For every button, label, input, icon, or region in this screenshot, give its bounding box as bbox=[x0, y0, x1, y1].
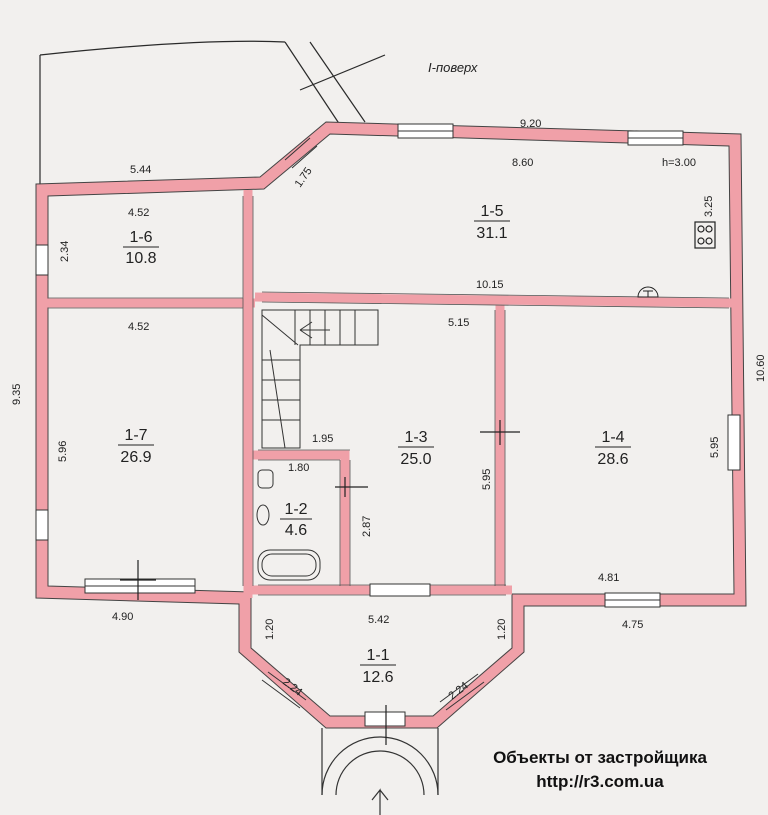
room-id: 1-1 bbox=[366, 647, 389, 664]
dim-1-20-left: 1.20 bbox=[264, 619, 276, 640]
room-area: 4.6 bbox=[285, 522, 307, 539]
room-id: 1-3 bbox=[404, 429, 427, 446]
stove-icon bbox=[694, 221, 716, 249]
dim-5-42: 5.42 bbox=[368, 614, 389, 626]
dim-1-95: 1.95 bbox=[312, 433, 333, 445]
dim-5-95-right: 5.95 bbox=[709, 437, 721, 458]
room-id: 1-6 bbox=[129, 229, 152, 246]
room-1-1: 1-1 12.6 bbox=[360, 647, 396, 686]
site-outline bbox=[39, 40, 386, 185]
room-id: 1-4 bbox=[601, 429, 624, 446]
room-id: 1-7 bbox=[124, 427, 147, 444]
dim-1-75: 1.75 bbox=[293, 165, 315, 189]
window-diagonal bbox=[85, 130, 683, 711]
dim-10-60: 10.60 bbox=[755, 354, 767, 382]
watermark-line2: http://r3.com.ua bbox=[536, 772, 664, 791]
room-id: 1-5 bbox=[480, 203, 503, 220]
bathroom-fixtures bbox=[256, 469, 321, 581]
door-marks bbox=[120, 420, 520, 745]
room-1-7: 1-7 26.9 bbox=[118, 427, 154, 466]
dim-2-34: 2.34 bbox=[59, 241, 71, 262]
room-area: 25.0 bbox=[400, 451, 431, 468]
room-1-6: 1-6 10.8 bbox=[123, 229, 159, 267]
dim-10-15: 10.15 bbox=[476, 279, 504, 291]
dim-8-60: 8.60 bbox=[512, 157, 533, 169]
dim-2-87: 2.87 bbox=[361, 516, 373, 537]
dim-5-15: 5.15 bbox=[448, 317, 469, 329]
stairs bbox=[261, 309, 379, 449]
room-area: 31.1 bbox=[476, 225, 507, 242]
room-area: 10.8 bbox=[125, 250, 156, 267]
dim-1-20-right: 1.20 bbox=[496, 619, 508, 640]
room-1-4: 1-4 28.6 bbox=[595, 429, 631, 468]
room-1-2: 1-2 4.6 bbox=[280, 501, 312, 539]
dim-9-35: 9.35 bbox=[11, 384, 23, 405]
dim-5-44: 5.44 bbox=[130, 164, 151, 176]
dim-4-81: 4.81 bbox=[598, 572, 619, 584]
dim-3-25: 3.25 bbox=[703, 196, 715, 217]
room-1-3: 1-3 25.0 bbox=[398, 429, 434, 468]
exterior-walls bbox=[36, 121, 747, 728]
watermark: Объекты от застройщика http://r3.com.ua bbox=[455, 746, 745, 794]
room-area: 28.6 bbox=[597, 451, 628, 468]
room-area: 26.9 bbox=[120, 449, 151, 466]
room-id: 1-2 bbox=[284, 501, 307, 518]
watermark-line1: Объекты от застройщика bbox=[493, 748, 707, 767]
dim-9-20: 9.20 bbox=[520, 118, 541, 130]
dim-4-90: 4.90 bbox=[112, 611, 133, 623]
dim-5-96: 5.96 bbox=[57, 441, 69, 462]
floor-title: I-поверх bbox=[428, 60, 478, 75]
dim-5-95-left: 5.95 bbox=[481, 469, 493, 490]
room-1-5: 1-5 31.1 bbox=[474, 203, 510, 242]
room-area: 12.6 bbox=[362, 669, 393, 686]
dim-4-52-top: 4.52 bbox=[128, 207, 149, 219]
porch-steps bbox=[321, 728, 439, 815]
heating-symbol bbox=[637, 286, 659, 298]
dim-1-80: 1.80 bbox=[288, 462, 309, 474]
dim-4-75: 4.75 bbox=[622, 619, 643, 631]
ceiling-height: h=3.00 bbox=[662, 157, 696, 169]
dim-4-52-mid: 4.52 bbox=[128, 321, 149, 333]
